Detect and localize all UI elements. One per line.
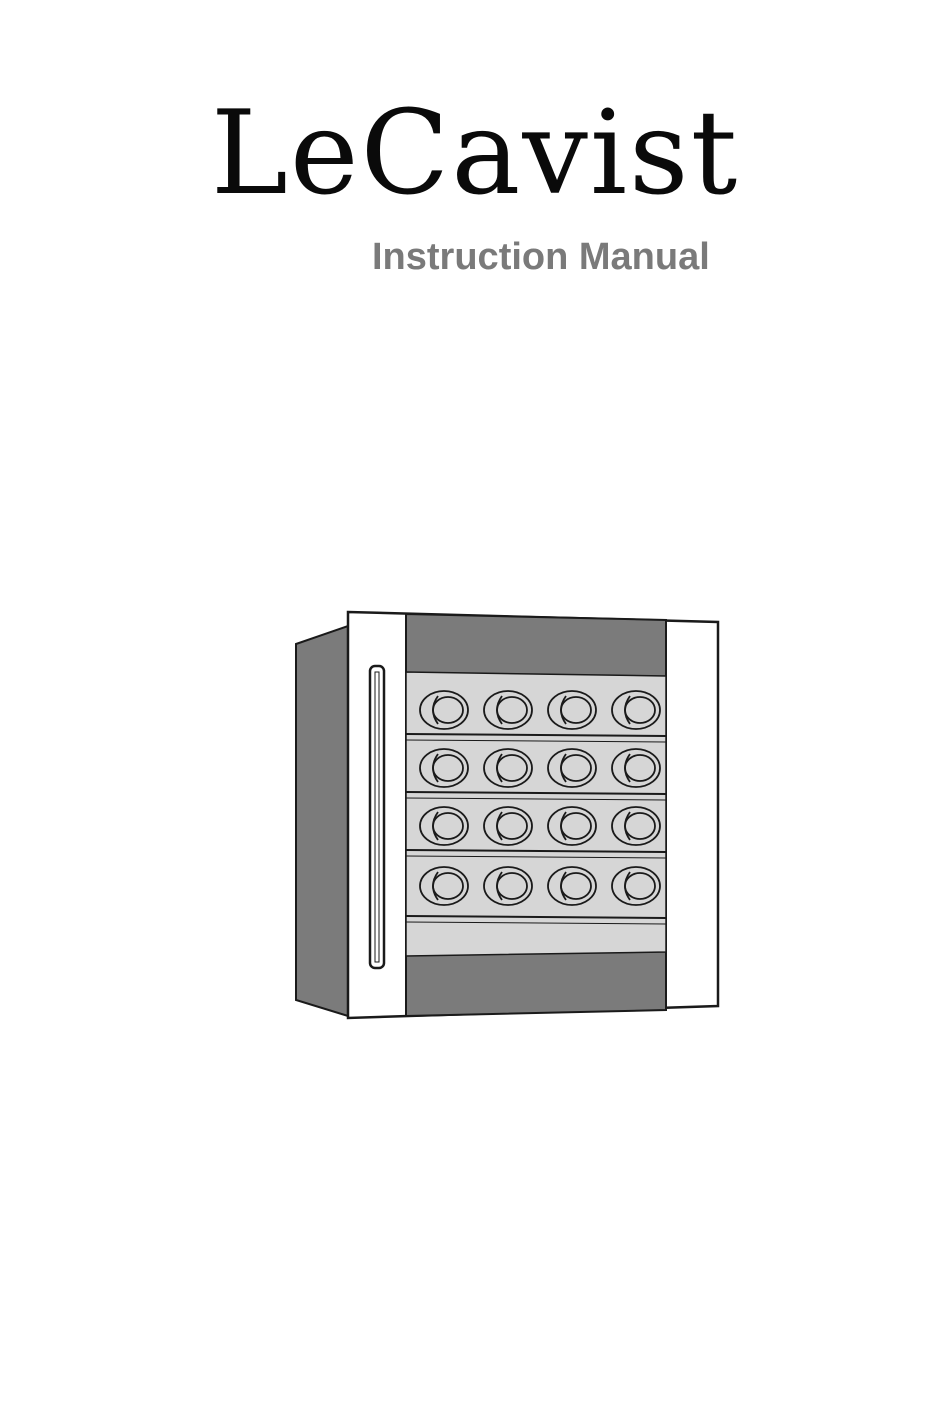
wine-cooler-icon bbox=[290, 606, 726, 1024]
cooler-side-panel bbox=[296, 626, 348, 1016]
document-subtitle: Instruction Manual bbox=[372, 238, 752, 276]
brand-logo: LeCavist bbox=[0, 96, 950, 212]
